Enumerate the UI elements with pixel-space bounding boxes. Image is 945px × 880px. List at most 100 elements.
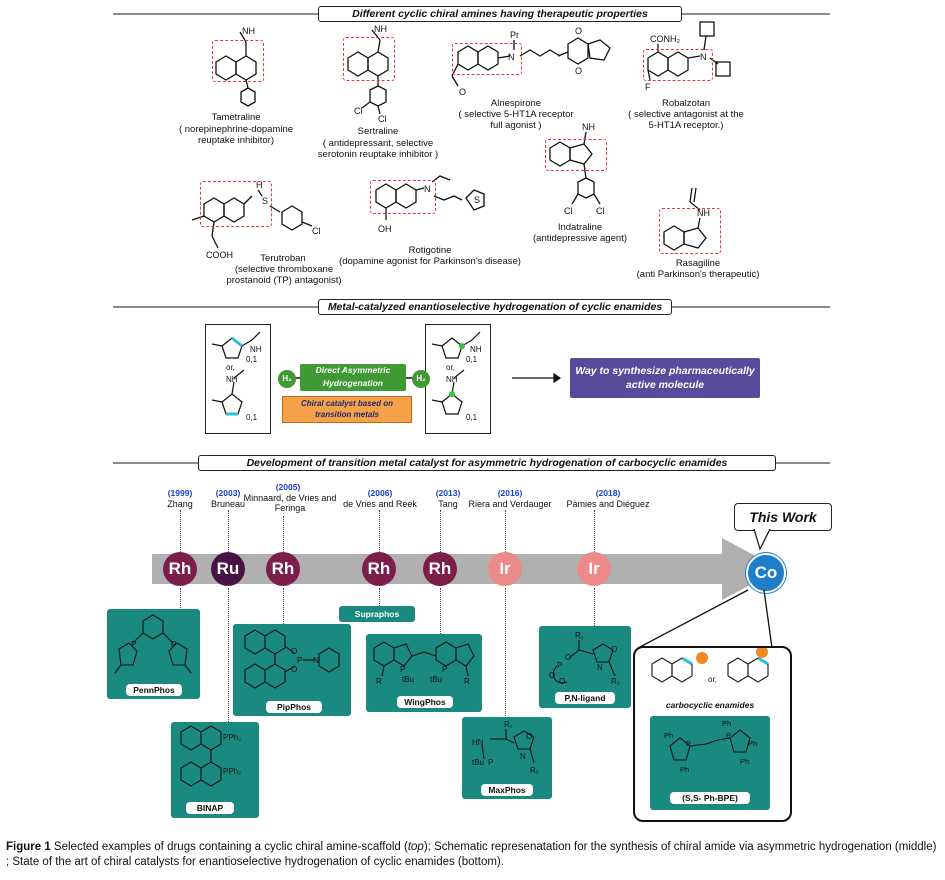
atom-n: N xyxy=(700,52,707,62)
atom-cl: Cl xyxy=(354,106,363,116)
atom-h: H xyxy=(256,180,263,190)
atom-pr: Pr xyxy=(510,30,519,40)
svg-text:O: O xyxy=(559,677,565,686)
connector xyxy=(594,588,595,626)
atom-o: O xyxy=(575,66,582,76)
scaffold-highlight xyxy=(452,43,522,75)
svg-text:P: P xyxy=(171,640,176,649)
way-to-synthesize-box: Way to synthesize pharmaceutically activ… xyxy=(570,358,760,398)
atom-nh: NH xyxy=(470,345,482,354)
svg-text:Ph: Ph xyxy=(722,719,731,728)
atom-o: O xyxy=(459,87,466,97)
svg-text:O: O xyxy=(549,671,555,680)
atom-nh: NH xyxy=(226,375,238,384)
dah-label: Direct Asymmetric Hydrogenation xyxy=(300,364,406,391)
ligand-label: BINAP xyxy=(186,802,234,814)
atom-cl: Cl xyxy=(564,206,573,216)
svg-text:N: N xyxy=(597,663,603,672)
connector xyxy=(180,588,181,610)
scaffold-highlight xyxy=(659,208,721,254)
subscript-01: 0,1 xyxy=(466,413,478,422)
drug-desc: (antidepressive agent) xyxy=(533,233,627,244)
svg-text:R: R xyxy=(376,677,382,686)
atom-f: F xyxy=(645,82,651,92)
carbocyclic-enamide-structures: or, xyxy=(651,648,769,684)
svg-text:R₂: R₂ xyxy=(530,766,539,775)
svg-text:PPh₂: PPh₂ xyxy=(223,767,241,776)
connector xyxy=(228,510,229,552)
svg-text:tBu: tBu xyxy=(472,758,484,767)
timeline-author: de Vries and Reek xyxy=(343,499,417,509)
subscript-01: 0,1 xyxy=(246,413,258,422)
drug-desc: ( antidepressant, selective serotonin re… xyxy=(317,138,439,160)
drug-name: Terutroban xyxy=(260,253,306,264)
scaffold-highlight xyxy=(212,40,264,82)
timeline-year: (2018) xyxy=(595,488,621,498)
scaffold-highlight xyxy=(545,139,607,171)
drug-desc: ( selective antagonist at the 5-HT1A rec… xyxy=(628,109,744,131)
scaffold-highlight xyxy=(643,49,713,81)
subscript-01: 0,1 xyxy=(466,355,478,364)
timeline-year: (2005) xyxy=(275,482,301,492)
svg-text:R₂: R₂ xyxy=(611,677,620,686)
svg-text:tBu: tBu xyxy=(430,675,442,684)
h2-badge-right: H₂ xyxy=(412,370,430,388)
drug-desc: (anti Parkinson's therapeutic) xyxy=(636,269,760,280)
ligand-label: P,N-ligand xyxy=(555,692,615,704)
svg-text:P: P xyxy=(442,665,447,674)
svg-text:Ph: Ph xyxy=(748,739,757,748)
timeline-author: Riera and Verdauger xyxy=(468,499,552,509)
connector xyxy=(379,588,380,606)
svg-text:N: N xyxy=(520,752,526,761)
svg-text:P: P xyxy=(400,665,405,674)
svg-text:tBu: tBu xyxy=(402,675,414,684)
svg-text:Ph: Ph xyxy=(740,757,749,766)
subscript-01: 0,1 xyxy=(246,355,258,364)
metal-circle-rh: Rh xyxy=(163,552,197,586)
svg-text:R₁: R₁ xyxy=(504,720,513,729)
text-or: or, xyxy=(226,363,235,372)
drug-name: Robalzotan xyxy=(661,98,711,109)
text-or: or, xyxy=(708,675,717,684)
svg-text:P: P xyxy=(726,731,731,740)
svg-text:O: O xyxy=(526,732,532,741)
zoom-lines xyxy=(637,589,773,649)
svg-text:P: P xyxy=(686,739,691,748)
metal-circle-rh: Rh xyxy=(266,552,300,586)
enamide-scheme: NH NH or, or, NH NH 0,1 0,1 0,1 0,1 xyxy=(211,331,562,422)
connector xyxy=(440,510,441,552)
svg-text:HN: HN xyxy=(472,738,484,747)
atom-n: N xyxy=(424,184,431,194)
timeline-year: (2006) xyxy=(367,488,393,498)
binap-structure: PPh₂ PPh₂ xyxy=(180,725,241,787)
timeline-arrow xyxy=(152,538,780,600)
atom-s: S xyxy=(474,195,480,205)
caption-figure-number: Figure 1 xyxy=(6,841,51,853)
atom-nh: NH xyxy=(582,122,595,132)
connector xyxy=(283,516,284,552)
timeline-author: Zhang xyxy=(167,499,193,509)
drug-desc: (dopamine agonist for Parkinson's diseas… xyxy=(339,256,521,267)
atom-o: O xyxy=(575,26,582,36)
this-work-callout: This Work xyxy=(734,503,832,531)
svg-text:P: P xyxy=(557,661,562,670)
metal-circle-rh: Rh xyxy=(423,552,457,586)
svg-text:N: N xyxy=(313,656,319,665)
ligand-label: PennPhos xyxy=(126,684,182,696)
caption-top: top xyxy=(407,841,424,853)
section2-title: Metal-catalyzed enantioselective hydroge… xyxy=(318,299,672,315)
svg-text:PPh₂: PPh₂ xyxy=(223,733,241,742)
drug-name: Rasagiline xyxy=(675,258,721,269)
atom-cl: Cl xyxy=(596,206,605,216)
timeline-year: (1999) xyxy=(167,488,193,498)
metal-circle-ru: Ru xyxy=(211,552,245,586)
svg-text:O: O xyxy=(565,653,571,662)
timeline-author: Pàmies and Diéguez xyxy=(566,499,650,509)
atom-oh: OH xyxy=(378,224,392,234)
svg-text:R: R xyxy=(464,677,470,686)
scaffold-highlight xyxy=(200,181,272,227)
atom-nh: NH xyxy=(250,345,262,354)
